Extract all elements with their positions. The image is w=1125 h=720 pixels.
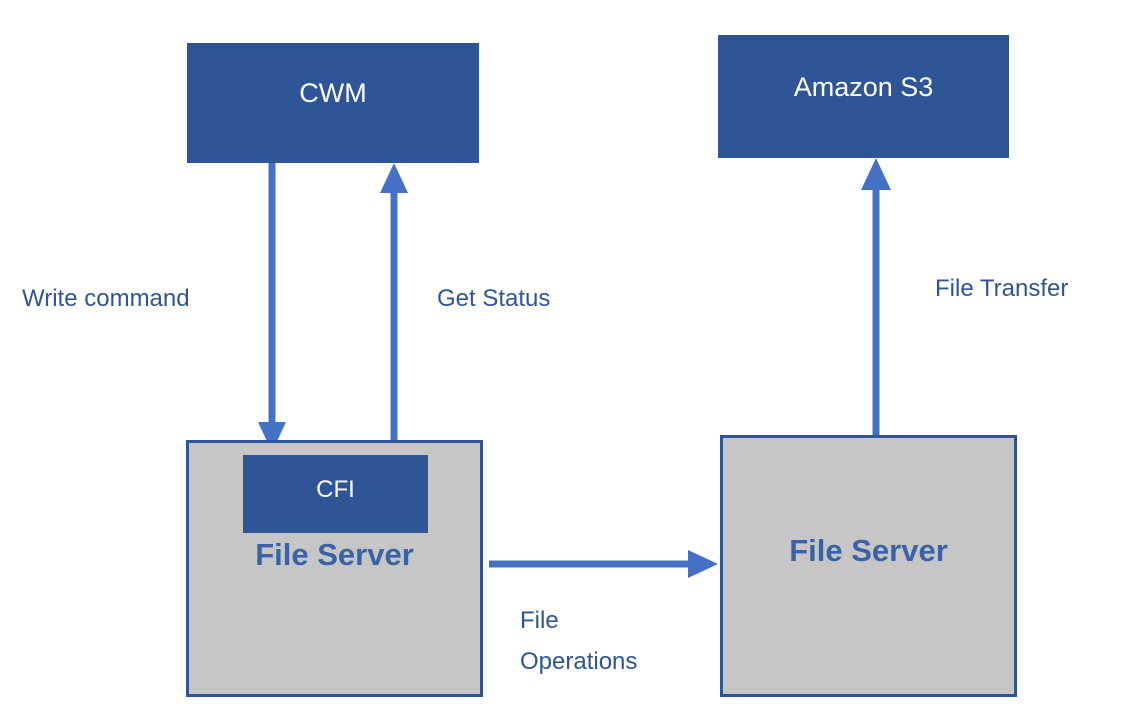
arrow-file-transfer [861, 158, 891, 445]
edge-label-write-command: Write command [22, 285, 190, 312]
node-amazon-s3[interactable]: Amazon S3 [718, 35, 1009, 158]
node-file-server-left-label-wrap: File Server [186, 537, 483, 573]
node-cwm-label: CWM [299, 78, 367, 108]
edge-label-file-transfer: File Transfer [935, 275, 1069, 302]
node-cfi-label: CFI [316, 476, 355, 503]
node-cwm[interactable]: CWM [187, 43, 479, 163]
node-file-server-right-label-wrap: File Server [720, 533, 1017, 569]
node-file-server-left-label: File Server [255, 537, 414, 572]
edge-label-file-operations: File Operations [520, 607, 638, 676]
node-file-server-right[interactable] [720, 435, 1017, 697]
arrow-file-operations [489, 550, 718, 578]
node-cfi[interactable]: CFI [243, 455, 428, 533]
node-file-server-right-label: File Server [789, 533, 948, 568]
arrow-write-command [258, 160, 286, 452]
arrow-get-status [380, 163, 408, 450]
node-amazon-s3-label: Amazon S3 [793, 72, 934, 102]
edge-label-get-status: Get Status [437, 285, 551, 312]
